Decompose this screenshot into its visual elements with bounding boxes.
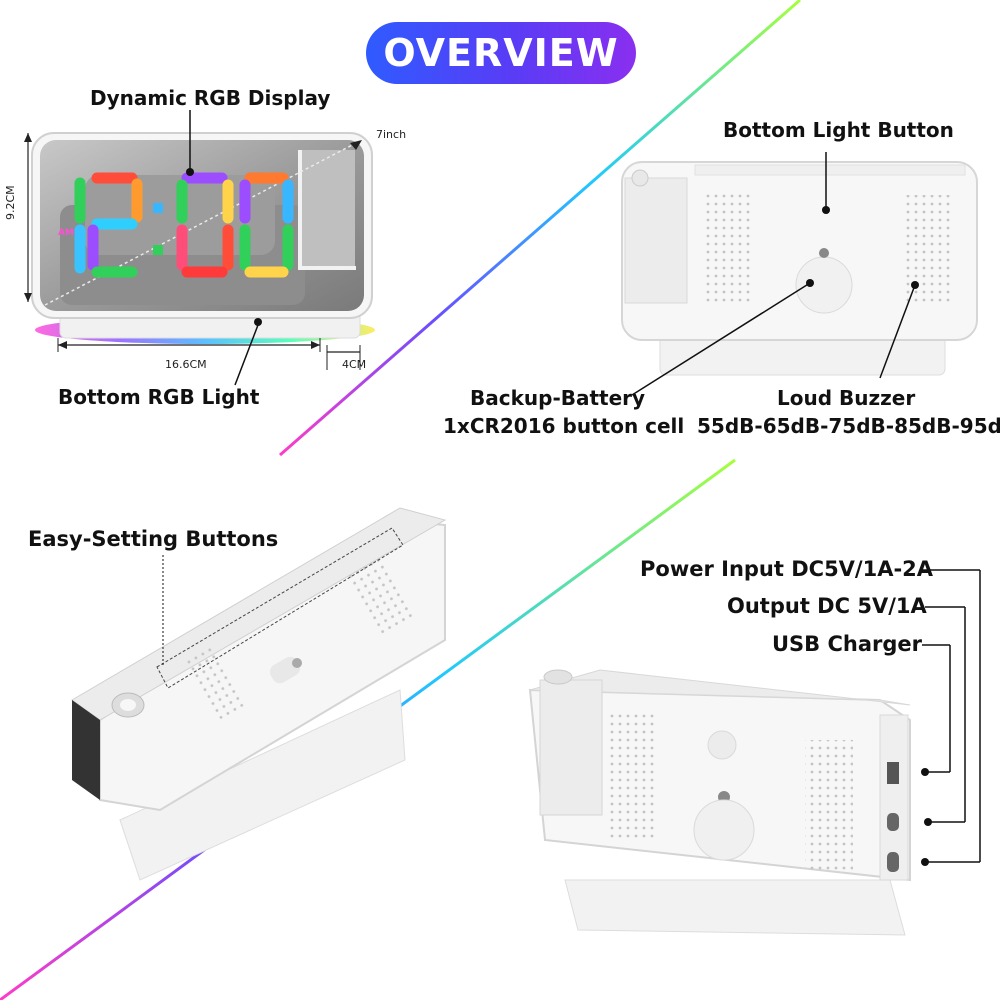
title-banner: OVERVIEW [366,22,636,84]
buzzer-title: Loud Buzzer [777,386,916,410]
output-label: Output DC 5V/1A [727,594,927,618]
light-button-label: Bottom Light Button [723,118,954,142]
display-label: Dynamic RGB Display [90,86,331,110]
base-light-label: Bottom RGB Light [58,385,260,409]
width-dimension: 16.6CM [165,358,207,371]
height-dimension: 9.2CM [4,185,17,220]
clock-back-illustration [621,152,978,396]
clock-front-illustration [24,110,375,386]
battery-title: Backup-Battery [470,386,646,410]
clock-angled-illustration [71,507,447,881]
page-title: OVERVIEW [383,31,619,75]
battery-detail: 1xCR2016 button cell [443,414,685,438]
buzzer-detail: 55dB-65dB-75dB-85dB-95dB [697,414,1000,438]
depth-dimension: 4CM [342,358,367,371]
am-indicator: AM [58,228,74,238]
power-input-label: Power Input DC5V/1A-2A [640,557,934,581]
diagonal-dimension: 7inch [376,128,407,141]
usb-charger-label: USB Charger [772,632,923,656]
diagonal-divider-top [279,0,801,457]
setting-buttons-label: Easy-Setting Buttons [28,527,279,551]
clock-ports-illustration [528,569,981,936]
